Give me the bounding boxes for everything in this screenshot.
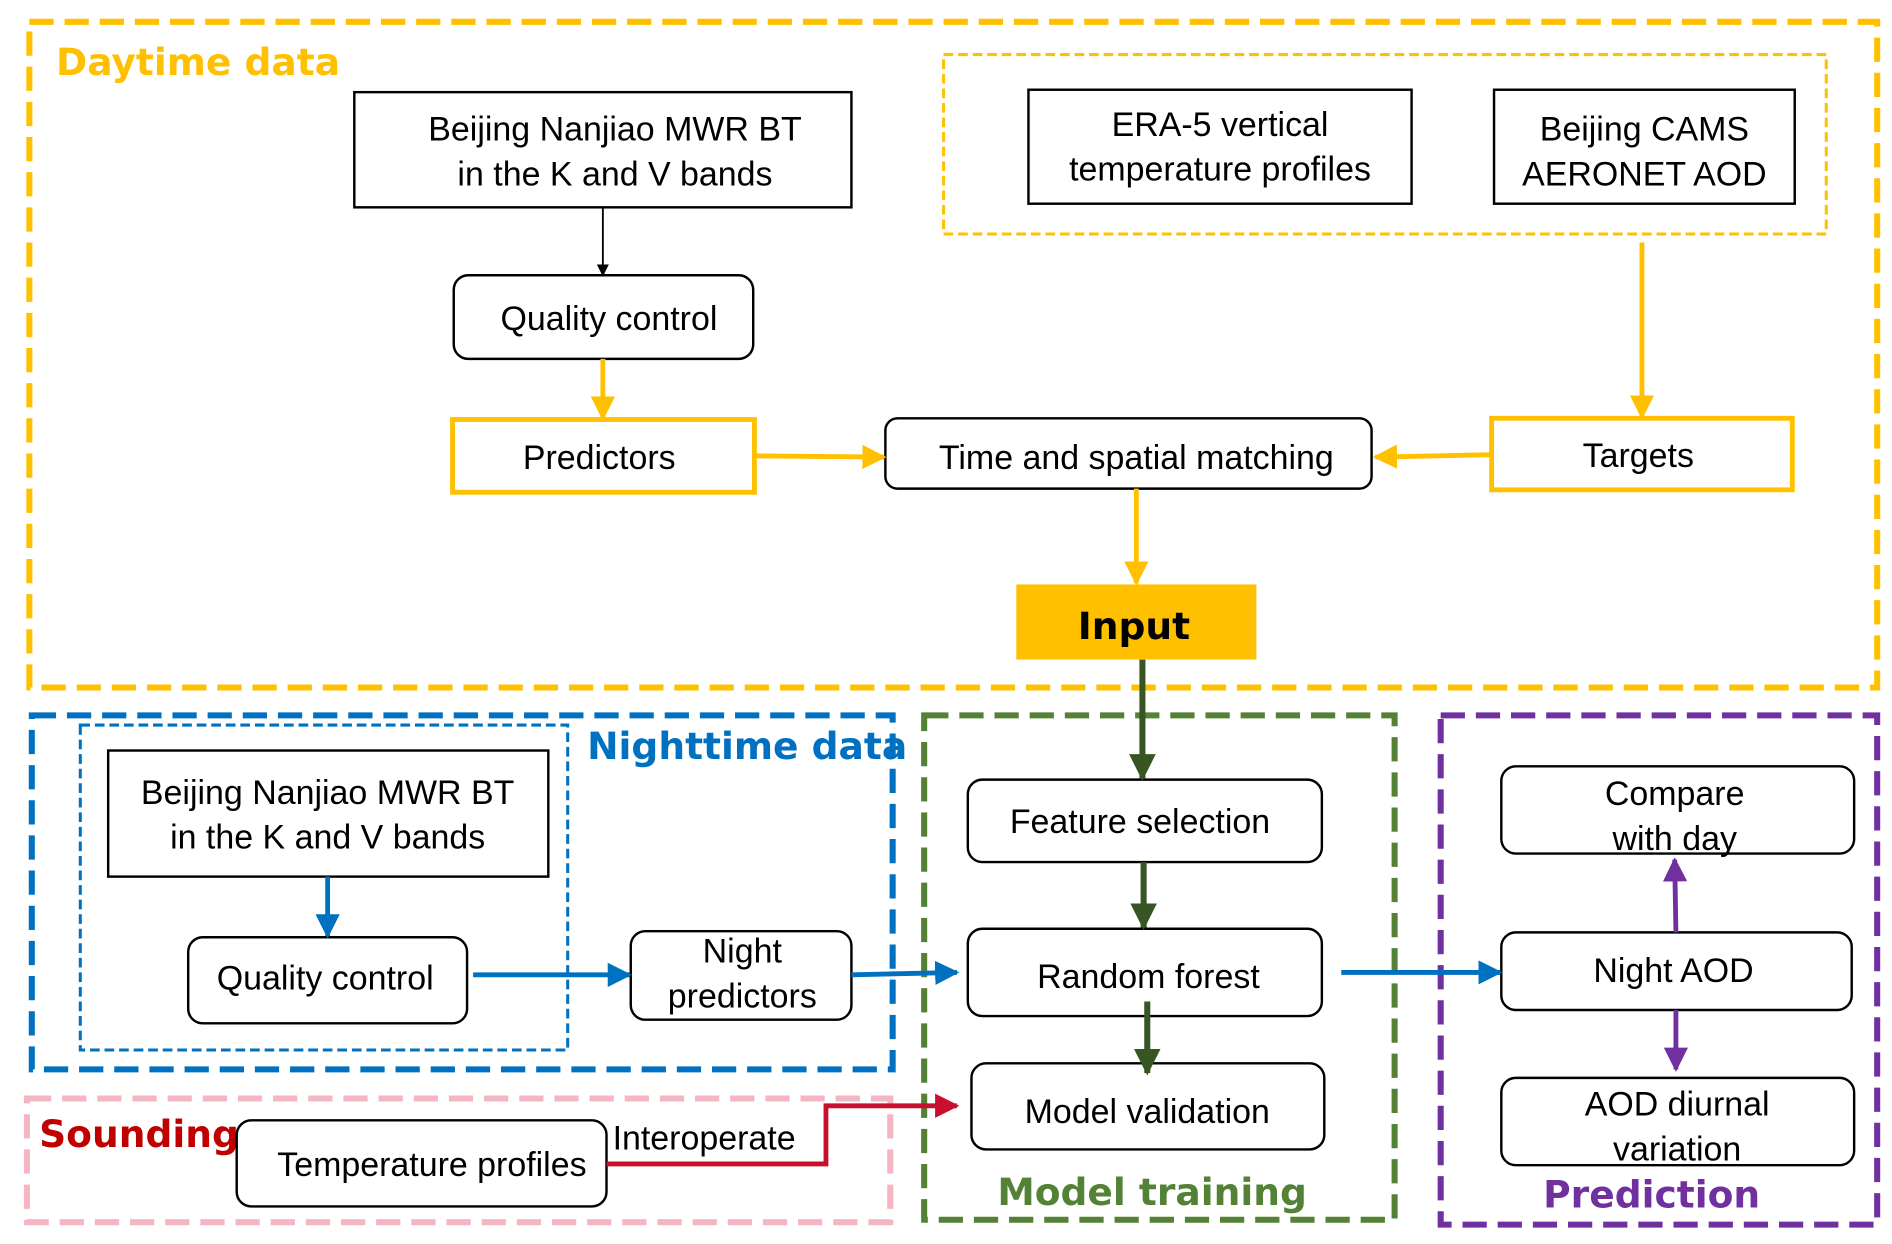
node-night-aod: Night AOD [1500,931,1853,1012]
node-era5-line1: ERA-5 vertical [1112,106,1329,144]
node-era5-line2: temperature profiles [1069,151,1371,189]
node-cams-line2: AERONET AOD [1522,156,1767,194]
node-day-mwr-bt-line1: Beijing Nanjiao MWR BT [428,111,801,149]
nighttime-group-border [28,712,896,1073]
arrow-night-aod-to-compare [1662,857,1688,933]
edge-label-interoperate: Interoperate [613,1119,796,1157]
node-temperature-profiles: Temperature profiles [235,1119,608,1208]
node-feature-selection: Feature selection [966,778,1324,864]
node-night-mwr-bt: Beijing Nanjiao MWR BT in the K and V ba… [106,749,550,878]
sounding-group-border [23,1095,894,1226]
prediction-group-title: Prediction [1543,1173,1760,1217]
node-time-spatial-matching-label: Time and spatial matching [939,439,1334,477]
node-night-predictors: Night predictors [629,929,853,1021]
daytime-group-title: Daytime data [56,40,340,84]
node-aod-diurnal-variation: AOD diurnal variation [1500,1076,1856,1168]
arrow-temperature-profiles-to-model-validation [606,1093,960,1167]
node-cams-line1: Beijing CAMS [1540,111,1749,149]
daytime-sources-subgroup-border [942,53,1828,236]
arrow-targets-to-matching [1372,444,1492,469]
node-compare-with-day: Compare with day [1500,765,1856,858]
arrow-night-predictors-to-random-forest [851,960,960,986]
node-night-mwr-bt-line1: Beijing Nanjiao MWR BT [141,774,514,812]
sounding-group-title: Sounding [39,1112,239,1156]
nighttime-sources-subgroup-border [78,723,570,1052]
nighttime-group-title: Nighttime data [587,724,907,768]
node-compare-line1: Compare [1605,775,1745,813]
node-predictors: Predictors [450,417,757,495]
node-day-quality-control: Quality control [452,274,755,361]
node-aod-diurnal-line2: variation [1613,1130,1741,1168]
node-compare-line2: with day [1611,820,1737,858]
node-feature-selection-label: Feature selection [1010,803,1270,841]
model-training-group-title: Model training [997,1170,1307,1214]
node-input-label: Input [1078,604,1190,648]
node-night-aod-label: Night AOD [1593,952,1753,990]
node-night-mwr-bt-line2: in the K and V bands [170,819,485,857]
node-era5-profiles: ERA-5 vertical temperature profiles [1027,88,1413,205]
node-random-forest: Random forest [966,927,1324,1018]
daytime-group-border [26,18,1881,691]
node-night-quality-control-label: Quality control [217,959,434,997]
node-random-forest-label: Random forest [1037,958,1260,996]
node-day-quality-control-label: Quality control [500,300,717,338]
node-aod-diurnal-line1: AOD diurnal [1585,1085,1770,1123]
node-day-mwr-bt-line2: in the K and V bands [457,156,772,194]
node-model-validation: Model validation [970,1062,1326,1151]
node-night-predictors-line1: Night [703,933,783,971]
node-targets: Targets [1489,415,1795,493]
node-input: Input [1016,584,1257,660]
node-model-validation-label: Model validation [1025,1093,1270,1131]
node-cams-aeronet: Beijing CAMS AERONET AOD [1492,88,1796,205]
arrow-predictors-to-matching [754,444,887,470]
node-day-mwr-bt: Beijing Nanjiao MWR BT in the K and V ba… [353,90,853,209]
node-temperature-profiles-label: Temperature profiles [277,1146,586,1184]
node-night-predictors-line2: predictors [668,978,817,1016]
node-predictors-label: Predictors [523,439,676,477]
node-targets-label: Targets [1583,437,1694,475]
node-night-quality-control: Quality control [186,936,469,1025]
node-time-spatial-matching: Time and spatial matching [884,417,1373,490]
